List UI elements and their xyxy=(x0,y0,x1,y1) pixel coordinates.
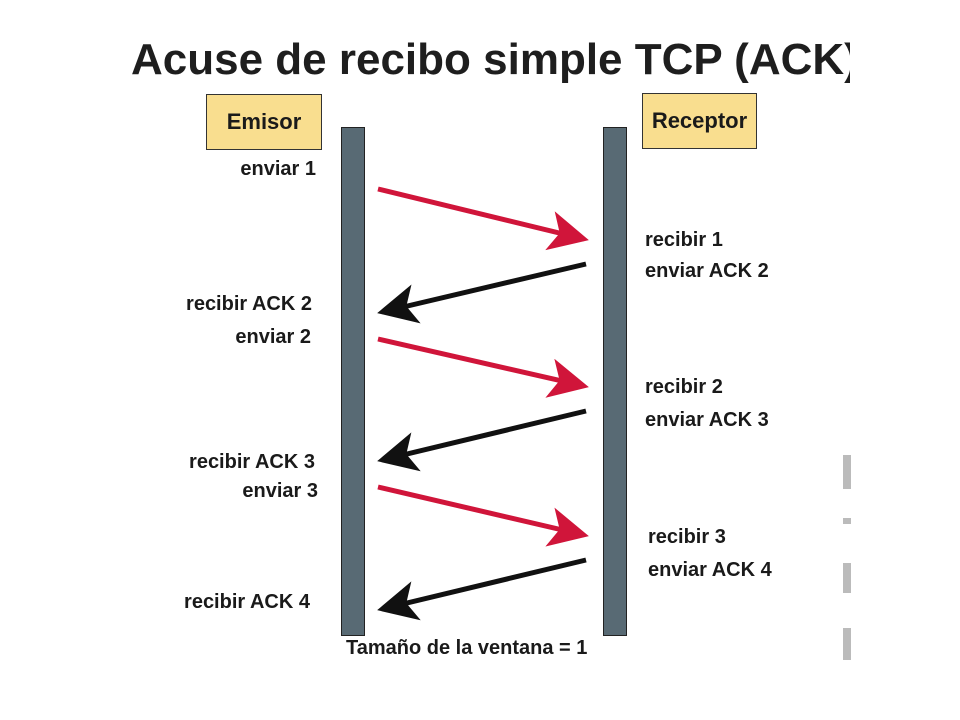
sender-event-receive-ack-4: recibir ACK 4 xyxy=(184,591,310,613)
receiver-event-receive-3: recibir 3 xyxy=(648,526,726,548)
sender-event-receive-ack-2: recibir ACK 2 xyxy=(186,293,312,315)
data-arrow-2 xyxy=(377,336,589,398)
ack-arrow-2 xyxy=(377,261,587,324)
sender-box: Emisor xyxy=(206,94,322,150)
sender-event-send-2: enviar 2 xyxy=(235,326,311,348)
ack-arrow-4 xyxy=(377,557,587,621)
edge-mark xyxy=(843,628,851,660)
receiver-event-receive-1: recibir 1 xyxy=(645,229,723,251)
receiver-event-send-ack-4: enviar ACK 4 xyxy=(648,559,772,581)
window-size-note: Tamaño de la ventana = 1 xyxy=(346,637,588,659)
sender-label: Emisor xyxy=(226,109,302,134)
slide-title: Acuse de recibo simple TCP (ACK) xyxy=(131,35,850,84)
receiver-box: Receptor xyxy=(642,93,757,149)
edge-mark xyxy=(843,518,851,524)
receiver-event-send-ack-2: enviar ACK 2 xyxy=(645,260,769,282)
ack-arrow-3 xyxy=(377,408,587,472)
receiver-event-receive-2: recibir 2 xyxy=(645,376,723,398)
sender-event-send-3: enviar 3 xyxy=(242,480,318,502)
receiver-timeline xyxy=(603,127,627,636)
sender-event-send-1: enviar 1 xyxy=(240,158,316,180)
data-arrow-3 xyxy=(377,484,589,547)
data-arrow-1 xyxy=(377,186,589,251)
receiver-label: Receptor xyxy=(651,108,748,133)
sender-timeline xyxy=(341,127,365,636)
sender-event-receive-ack-3: recibir ACK 3 xyxy=(189,451,315,473)
edge-mark xyxy=(843,563,851,593)
edge-mark xyxy=(843,455,851,489)
receiver-event-send-ack-3: enviar ACK 3 xyxy=(645,409,769,431)
